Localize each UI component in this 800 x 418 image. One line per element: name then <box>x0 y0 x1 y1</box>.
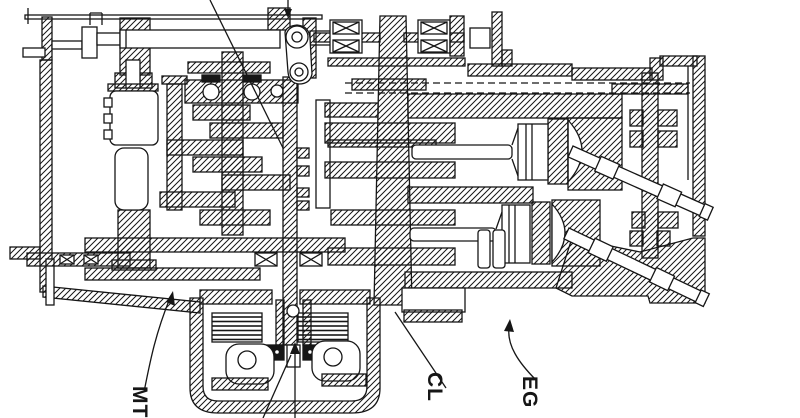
eg-leader-curve <box>508 327 537 381</box>
cam-chain-strip <box>629 72 679 259</box>
label-engine: EG <box>518 376 541 408</box>
gear-stack <box>159 104 291 226</box>
shift-rail-upper <box>24 7 323 31</box>
mt-arrowhead <box>166 291 175 306</box>
gearcase-top-band <box>187 61 271 74</box>
clutch-section <box>189 287 466 414</box>
gear-shaft-cap <box>161 75 188 85</box>
mt-leader-curve <box>143 297 171 393</box>
engine-section <box>324 55 715 308</box>
bearing-row <box>184 74 299 104</box>
pushrod-lower <box>562 227 711 308</box>
engine-case-walls <box>467 55 706 237</box>
cl-leader-line <box>394 311 447 389</box>
clutch-engine-lug <box>401 287 466 313</box>
leader-line-top <box>209 0 284 149</box>
idler-shaft-tube <box>477 229 491 269</box>
leader-line-clutch-center <box>262 354 292 418</box>
idler-shaft-tube-2 <box>492 229 506 269</box>
label-clutch: CL <box>423 372 446 402</box>
reference-labels: MT CL EG <box>128 372 541 418</box>
under-shelf-bearings <box>26 252 323 281</box>
clutch-rocker <box>284 24 313 85</box>
eg-arrowhead <box>504 319 514 332</box>
label-transmission: MT <box>128 386 151 418</box>
transmission-section <box>9 7 346 346</box>
shift-drum <box>103 59 159 211</box>
clutch-weights <box>211 340 367 391</box>
pushrod-upper <box>567 145 715 221</box>
clutch-plate-pack-left <box>211 312 263 343</box>
clutch-up-arrowhead <box>290 342 300 354</box>
annotations <box>143 0 537 418</box>
down-arrowhead <box>284 9 292 18</box>
camshaft-bearings <box>313 11 513 67</box>
case-shelf <box>84 237 346 253</box>
engine-bottom-band <box>404 271 573 289</box>
cylinder-block-gears <box>324 93 623 266</box>
